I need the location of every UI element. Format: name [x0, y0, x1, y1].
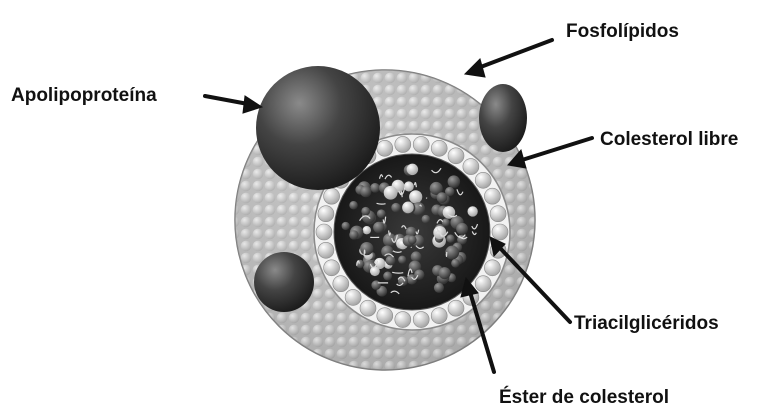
core-bead — [402, 202, 414, 214]
arrow-apolipoproteina — [205, 96, 262, 113]
arrow-fosfolipidos — [465, 40, 552, 77]
ring-bead — [360, 300, 376, 316]
ring-bead — [475, 172, 491, 188]
arrow-colesterol-libre — [508, 138, 592, 168]
ring-bead — [492, 224, 508, 240]
ring-bead — [475, 276, 491, 292]
ring-bead — [413, 136, 429, 152]
core-bead — [384, 186, 398, 200]
label-apolipoproteina: Apolipoproteína — [11, 86, 157, 105]
ring-bead — [484, 188, 500, 204]
core-bead — [342, 222, 350, 230]
core-bead — [370, 183, 380, 193]
core-bead — [446, 235, 454, 243]
core-bead — [377, 209, 386, 218]
core-bead — [404, 181, 414, 191]
ring-bead — [395, 312, 411, 328]
core-bead — [361, 207, 370, 216]
core-bead — [391, 203, 400, 212]
core-bead — [398, 256, 406, 264]
ring-bead — [377, 308, 393, 324]
core-bead — [408, 236, 417, 245]
ring-bead — [431, 140, 447, 156]
ring-bead — [318, 206, 334, 222]
ring-bead — [333, 276, 349, 292]
ring-bead — [448, 148, 464, 164]
core-bead — [386, 256, 396, 266]
ring-bead — [431, 308, 447, 324]
ring-bead — [345, 289, 361, 305]
core-bead — [349, 201, 358, 210]
core-bead — [363, 226, 371, 234]
core-bead — [451, 259, 460, 268]
core-bead — [442, 218, 450, 226]
core-bead — [468, 206, 478, 216]
label-colesterol-libre: Colesterol libre — [600, 130, 738, 149]
core-bead — [439, 267, 451, 279]
apoprotein-right — [479, 84, 527, 152]
core-bead — [373, 222, 384, 233]
ring-bead — [413, 312, 429, 328]
core-bead — [407, 164, 418, 175]
ring-bead — [324, 188, 340, 204]
ring-bead — [484, 260, 500, 276]
apoprotein-large — [256, 66, 380, 190]
core-bead — [411, 251, 422, 262]
core-bead — [360, 186, 371, 197]
ring-bead — [316, 224, 332, 240]
core-bead — [437, 192, 448, 203]
ring-bead — [377, 140, 393, 156]
ring-bead — [318, 242, 334, 258]
core-bead — [360, 242, 373, 255]
apoprotein-small — [254, 252, 314, 312]
ring-bead — [448, 300, 464, 316]
core-bead — [349, 230, 358, 239]
core-bead — [409, 190, 422, 203]
ring-bead — [463, 159, 479, 175]
core-bead — [456, 223, 468, 235]
ring-bead — [490, 206, 506, 222]
core-bead — [383, 272, 392, 281]
ring-bead — [395, 136, 411, 152]
label-triacilgliceridos: Triacilglicéridos — [574, 314, 719, 333]
core-bead — [371, 280, 380, 289]
core-bead — [434, 283, 444, 293]
core-bead — [422, 215, 430, 223]
core-bead — [448, 175, 460, 187]
ring-bead — [324, 260, 340, 276]
label-fosfolipidos: Fosfolípidos — [566, 22, 679, 41]
label-ester-colesterol: Éster de colesterol — [499, 388, 669, 407]
core-bead — [370, 266, 380, 276]
